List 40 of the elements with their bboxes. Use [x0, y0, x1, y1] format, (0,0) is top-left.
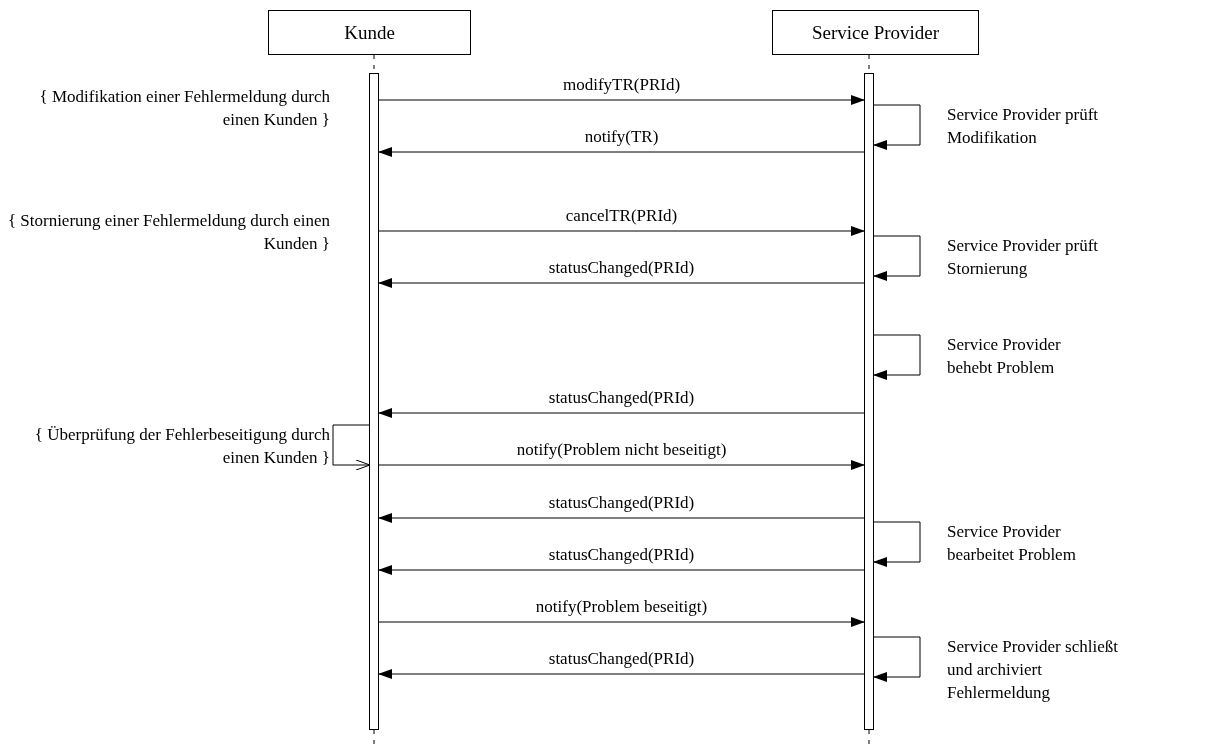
message-label: cancelTR(PRId) [564, 205, 679, 227]
message-arrow [378, 226, 865, 236]
note-text: { Stornierung einer Fehlermeldung durch einen Kunden } [6, 210, 330, 255]
message-arrow [378, 95, 865, 105]
self-call-arrow [873, 235, 921, 281]
note-text: { Modifikation einer Fehlermeldung durch einen Kunden } [38, 86, 330, 131]
message-label: modifyTR(PRId) [561, 74, 682, 96]
message-label: notify(Problem beseitigt) [534, 596, 709, 618]
message-arrow [378, 617, 865, 627]
self-call-arrow [873, 334, 921, 380]
lifeline [868, 729, 870, 745]
message-label: notify(Problem nicht beseitigt) [515, 439, 728, 461]
message-label: statusChanged(PRId) [547, 544, 696, 566]
self-call-arrow [873, 521, 921, 567]
self-call-arrow [332, 424, 371, 471]
message-label: statusChanged(PRId) [547, 492, 696, 514]
message-arrow [378, 147, 865, 157]
message-arrow [378, 565, 865, 575]
note-text: Service Provider bearbeitet Problem [947, 521, 1077, 566]
note-text: { Überprüfung der Fehlerbeseitigung durch einen Kunden } [33, 424, 330, 469]
activation-bar [864, 73, 874, 730]
note-text: Service Provider schließt und archiviert Fehlermeldung [947, 636, 1119, 704]
lifeline-header: Kunde [268, 10, 471, 55]
message-label: statusChanged(PRId) [547, 387, 696, 409]
message-arrow [378, 460, 865, 470]
message-arrow [378, 669, 865, 679]
message-label: statusChanged(PRId) [547, 257, 696, 279]
self-call-arrow [873, 636, 921, 682]
message-label: statusChanged(PRId) [547, 648, 696, 670]
note-text: Service Provider prüft Modifikation [947, 104, 1100, 149]
note-text: Service Provider behebt Problem [947, 334, 1062, 379]
activation-bar [369, 73, 379, 730]
message-label: notify(TR) [583, 126, 660, 148]
message-arrow [378, 513, 865, 523]
self-call-arrow [873, 104, 921, 150]
message-arrow [378, 408, 865, 418]
note-text: Service Provider prüft Stornierung [947, 235, 1100, 280]
lifeline [373, 729, 375, 745]
message-arrow [378, 278, 865, 288]
lifeline-header: Service Provider [772, 10, 979, 55]
